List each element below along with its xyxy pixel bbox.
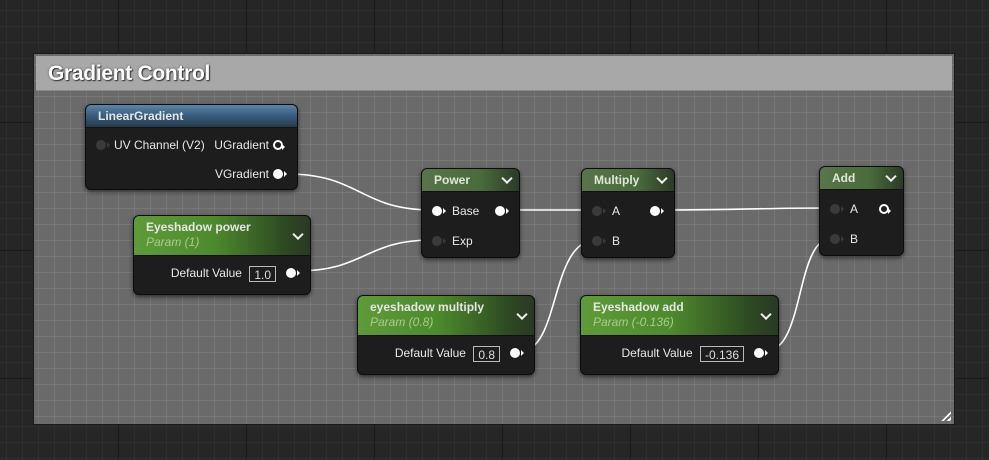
default-value-input[interactable]: 1.0 (249, 265, 276, 282)
pin-label: VGradient (214, 167, 269, 181)
chevron-down-icon[interactable] (501, 172, 513, 185)
pin-row-default-value: Default Value 0.8 (394, 345, 524, 362)
input-pin-icon[interactable] (432, 236, 446, 246)
pin-row-exp: Exp (432, 233, 473, 249)
pin-label: Default Value (621, 346, 693, 360)
node-eyeshadow-multiply[interactable]: eyeshadow multiply Param (0.8) Default V… (357, 295, 535, 375)
node-title: Eyeshadow power (146, 220, 251, 234)
pin-row-ugradient: UGradient (214, 137, 285, 153)
pin-label: UGradient (214, 138, 269, 152)
node-eyeshadow-add[interactable]: Eyeshadow add Param (-0.136) Default Val… (580, 295, 779, 375)
node-header[interactable]: Eyeshadow add Param (-0.136) (581, 296, 778, 336)
pin-label: A (612, 204, 621, 218)
node-add[interactable]: Add A B (819, 166, 904, 256)
pin-row-b: B (592, 233, 620, 249)
resize-grip-icon[interactable] (939, 409, 951, 421)
comment-header[interactable]: Gradient Control (36, 56, 952, 91)
default-value-input[interactable]: -0.136 (699, 345, 744, 362)
pin-label: Default Value (394, 346, 466, 360)
input-pin-icon[interactable] (592, 206, 606, 216)
pin-row-default-value: Default Value 1.0 (170, 265, 300, 282)
node-title: Multiply (594, 173, 640, 187)
pin-row-a: A (592, 203, 620, 219)
input-pin-icon[interactable] (96, 140, 110, 150)
node-title: Eyeshadow add (593, 300, 684, 314)
output-pin-icon[interactable] (879, 204, 891, 214)
input-pin-icon[interactable] (432, 206, 446, 216)
pin-label: B (850, 232, 859, 246)
node-title: Add (832, 171, 856, 185)
node-subtitle: Param (1) (146, 235, 200, 249)
output-pin-icon[interactable] (754, 348, 768, 358)
node-title: eyeshadow multiply (370, 300, 485, 314)
default-value-input[interactable]: 0.8 (473, 345, 500, 362)
output-pin-icon[interactable] (273, 140, 285, 150)
node-multiply[interactable]: Multiply A B (581, 168, 675, 258)
node-title: Power (434, 173, 471, 187)
chevron-down-icon[interactable] (885, 170, 897, 183)
pin-row-base: Base (432, 203, 479, 219)
pin-row-uv-channel: UV Channel (V2) (96, 137, 205, 153)
node-header[interactable]: eyeshadow multiply Param (0.8) (358, 296, 534, 336)
pin-row-default-value: Default Value -0.136 (621, 345, 768, 362)
output-pin-icon[interactable] (273, 169, 287, 179)
output-pin-icon[interactable] (495, 206, 509, 216)
node-subtitle: Param (-0.136) (593, 315, 674, 329)
node-header[interactable]: Multiply (582, 169, 674, 192)
pin-label: UV Channel (V2) (114, 138, 205, 152)
pin-row-vgradient: VGradient (214, 166, 287, 182)
node-title: LinearGradient (98, 109, 184, 123)
node-eyeshadow-power[interactable]: Eyeshadow power Param (1) Default Value … (133, 215, 311, 295)
pin-label: A (850, 202, 859, 216)
pin-label: Default Value (170, 266, 242, 280)
comment-title: Gradient Control (48, 62, 211, 85)
pin-label: Exp (452, 234, 473, 248)
node-power[interactable]: Power Base Exp (421, 168, 520, 258)
node-subtitle: Param (0.8) (370, 315, 434, 329)
node-linear-gradient[interactable]: LinearGradient UV Channel (V2) UGradient… (85, 104, 298, 190)
pin-label: Base (452, 204, 480, 218)
output-pin-icon[interactable] (286, 268, 300, 278)
node-header[interactable]: Power (422, 169, 519, 192)
input-pin-icon[interactable] (830, 234, 844, 244)
node-header[interactable]: Add (820, 167, 903, 190)
input-pin-icon[interactable] (592, 236, 606, 246)
pin-row-b: B (830, 231, 858, 247)
output-pin-icon[interactable] (650, 206, 664, 216)
node-header[interactable]: LinearGradient (86, 105, 297, 128)
input-pin-icon[interactable] (830, 204, 844, 214)
chevron-down-icon[interactable] (656, 172, 668, 185)
node-header[interactable]: Eyeshadow power Param (1) (134, 216, 310, 256)
output-pin-icon[interactable] (510, 348, 524, 358)
pin-row-a: A (830, 201, 858, 217)
pin-label: B (612, 234, 621, 248)
